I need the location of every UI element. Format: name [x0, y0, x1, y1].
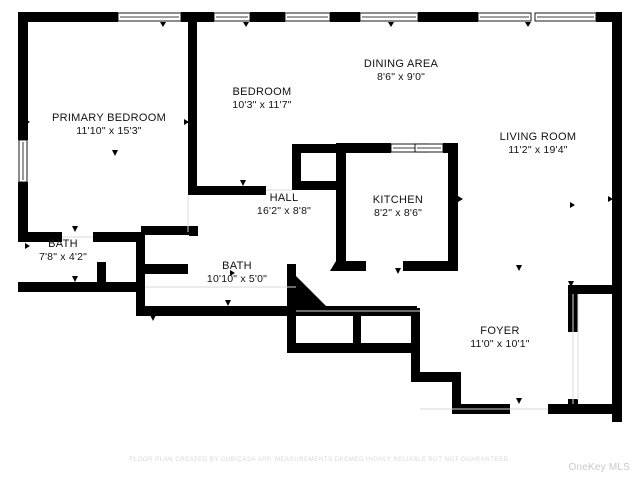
marker-bedroom-bottom [240, 180, 246, 186]
wall-group [18, 12, 622, 422]
marker-kitchen-bottom [395, 268, 401, 274]
marker-hall-bath [230, 270, 235, 276]
wall-kitchen-right [448, 143, 458, 271]
wall-foyer-closet-bottom-v [568, 399, 578, 414]
wall-hall-bath-left [136, 264, 145, 316]
wall-primary-bed-bottom-2 [93, 232, 145, 242]
window-top-1 [117, 12, 182, 22]
marker-group [25, 22, 613, 404]
window-group [18, 12, 597, 183]
wall-hall-upper-left-stub [189, 226, 198, 236]
window-kitchen-pass-2 [414, 143, 444, 153]
wall-lower-left-v [287, 306, 296, 352]
marker-kitchen-left [336, 196, 341, 202]
wall-primary-bed-bottom-1 [18, 232, 62, 242]
wall-left-lower [18, 182, 28, 242]
wall-step-v-1 [411, 343, 420, 381]
wall-hall-bath-bottom [136, 306, 296, 316]
wall-kitchen-bottom-left [336, 261, 366, 271]
wall-primary-bed-bottom-stub [136, 232, 145, 280]
wall-hall-bath-top-1 [136, 264, 188, 274]
marker-bath-right [140, 243, 145, 249]
marker-dining-1 [112, 150, 118, 156]
window-top-5 [477, 12, 532, 22]
wall-bath-hall-right [287, 264, 296, 316]
wall-lower-partition [353, 312, 361, 344]
marker-living-right [608, 196, 613, 202]
marker-lower-1 [150, 315, 156, 321]
marker-primary-right [184, 119, 189, 125]
marker-top-3 [388, 22, 394, 27]
wall-right-exterior [612, 12, 622, 422]
wall-closet-bottom [292, 181, 344, 190]
marker-bath-bottom [72, 276, 78, 282]
marker-bath-left [25, 243, 30, 249]
marker-top-2 [243, 22, 249, 27]
wall-bath-left-bottom [18, 282, 145, 292]
wall-bottom-right [548, 404, 622, 414]
wall-closet-top [292, 144, 344, 153]
wall-step-v-2 [452, 372, 461, 414]
opening-group [62, 189, 579, 410]
disclaimer-text: FLOOR PLAN CREATED BY CUBICASA APP. MEAS… [129, 456, 511, 463]
marker-kitchen-right [458, 196, 463, 202]
wall-kitchen-bottom-right [403, 261, 458, 271]
wall-living-foyer-divider [568, 285, 622, 294]
wall-step-h-1 [411, 372, 461, 382]
mls-watermark: OneKey MLS [568, 462, 630, 473]
wall-top-2 [181, 12, 214, 22]
wall-bath-left-partition [97, 262, 106, 284]
wall-primary-bedroom-right [188, 12, 197, 195]
wall-lower-mid-h [287, 343, 420, 353]
wall-left-upper [18, 12, 28, 140]
window-top-3 [284, 12, 331, 22]
marker-left-1 [25, 119, 30, 125]
wall-kitchen-left [336, 143, 346, 267]
wall-top-4 [330, 12, 360, 22]
wall-kitchen-corner-chamfer [330, 261, 346, 271]
window-left-primary-bedroom [18, 139, 28, 183]
wall-triangle-wedge [296, 276, 330, 310]
window-top-2 [213, 12, 251, 22]
marker-hall-bath-bottom [225, 300, 231, 306]
wall-top-3 [250, 12, 285, 22]
wall-top-1 [18, 12, 118, 22]
marker-top-1 [160, 22, 166, 27]
window-top-6 [534, 12, 597, 22]
wall-kitchen-top-left [336, 143, 391, 153]
wall-entry-closet-right [411, 308, 420, 352]
wall-hall-upper-left [141, 226, 198, 235]
marker-foyer-top [516, 265, 522, 271]
marker-foyer-closet-side [570, 202, 575, 208]
wall-top-5 [418, 12, 478, 22]
wall-closet-left [292, 144, 301, 190]
marker-top-4 [525, 22, 531, 27]
wall-top-6 [596, 12, 622, 22]
marker-foyer-closet-top [568, 281, 574, 287]
marker-foyer-bottom [516, 398, 522, 404]
marker-bath-top [72, 226, 78, 232]
wall-bedroom-bottom [188, 186, 266, 195]
window-top-4 [359, 12, 419, 22]
marker-bedroom-left [192, 119, 197, 125]
